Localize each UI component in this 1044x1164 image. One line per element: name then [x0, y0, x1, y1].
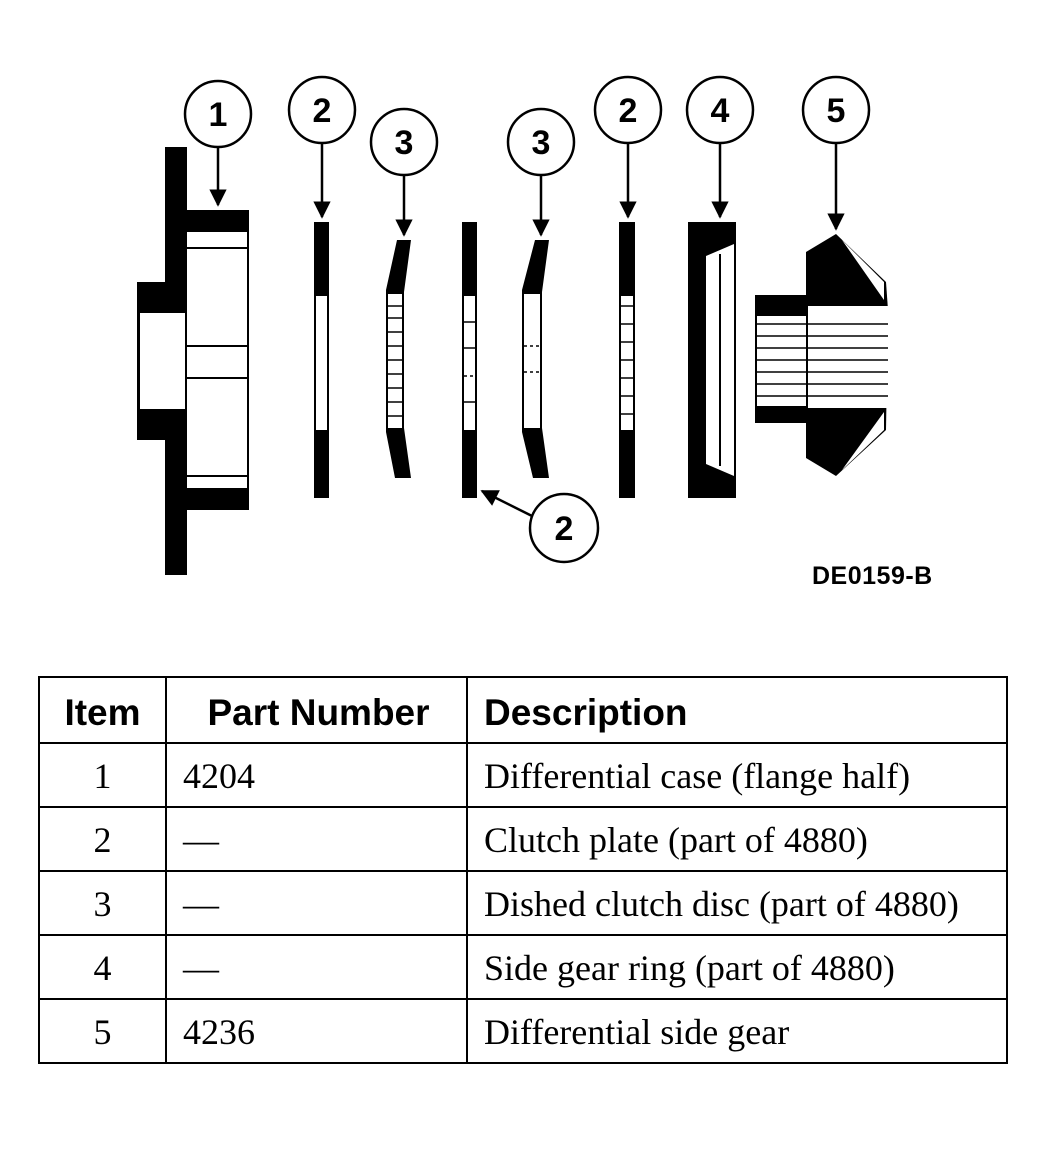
table-row: 5 4236 Differential side gear — [38, 998, 1008, 1064]
description-cell: Side gear ring (part of 4880) — [466, 934, 1008, 1000]
callout-number: 2 — [313, 92, 332, 130]
part-number-cell: 4204 — [165, 742, 468, 808]
side-gear-part — [755, 234, 888, 476]
figure-code: DE0159-B — [812, 562, 933, 590]
clutch-plate-part — [314, 222, 329, 498]
table-row: 2 — Clutch plate (part of 4880) — [38, 806, 1008, 872]
clutch-plate-part — [462, 222, 477, 498]
callout-number: 1 — [209, 96, 228, 134]
part-number-cell: 4236 — [165, 998, 468, 1064]
table-row: 3 — Dished clutch disc (part of 4880) — [38, 870, 1008, 936]
callout-number: 5 — [827, 92, 846, 130]
header-description: Description — [466, 676, 1008, 744]
callout-5: 5 — [801, 75, 871, 231]
exploded-diagram-svg: 1 2 3 3 2 4 5 — [137, 75, 888, 575]
exploded-diagram: 1 2 3 3 2 4 5 — [137, 75, 933, 590]
callout-number: 2 — [555, 510, 574, 548]
differential-case-part — [137, 147, 249, 575]
item-cell: 5 — [38, 998, 167, 1064]
callout-2-bottom: 2 — [480, 489, 600, 564]
part-number-cell: — — [165, 806, 468, 872]
callout-3-left: 3 — [369, 107, 439, 237]
table-header-row: Item Part Number Description — [38, 676, 1008, 744]
table-row: 1 4204 Differential case (flange half) — [38, 742, 1008, 808]
callout-number: 3 — [532, 124, 551, 162]
clutch-plate-part — [619, 222, 635, 498]
table-row: 4 — Side gear ring (part of 4880) — [38, 934, 1008, 1000]
callout-2-left: 2 — [287, 75, 357, 219]
part-number-cell: — — [165, 934, 468, 1000]
callout-number: 2 — [619, 92, 638, 130]
header-item: Item — [38, 676, 167, 744]
side-gear-ring-part — [688, 222, 736, 498]
callout-1: 1 — [183, 79, 253, 207]
item-cell: 2 — [38, 806, 167, 872]
description-cell: Dished clutch disc (part of 4880) — [466, 870, 1008, 936]
callout-number: 4 — [711, 92, 730, 130]
item-cell: 1 — [38, 742, 167, 808]
item-cell: 3 — [38, 870, 167, 936]
header-part-number: Part Number — [165, 676, 468, 744]
part-number-cell: — — [165, 870, 468, 936]
callout-number: 3 — [395, 124, 414, 162]
description-cell: Clutch plate (part of 4880) — [466, 806, 1008, 872]
dished-clutch-disc-part — [522, 240, 549, 478]
callout-3-right: 3 — [506, 107, 576, 237]
parts-table: Item Part Number Description 1 4204 Diff… — [38, 676, 1008, 1064]
description-cell: Differential side gear — [466, 998, 1008, 1064]
callout-4: 4 — [685, 75, 755, 219]
dished-clutch-disc-part — [386, 240, 411, 478]
item-cell: 4 — [38, 934, 167, 1000]
callout-2-right: 2 — [593, 75, 663, 219]
description-cell: Differential case (flange half) — [466, 742, 1008, 808]
